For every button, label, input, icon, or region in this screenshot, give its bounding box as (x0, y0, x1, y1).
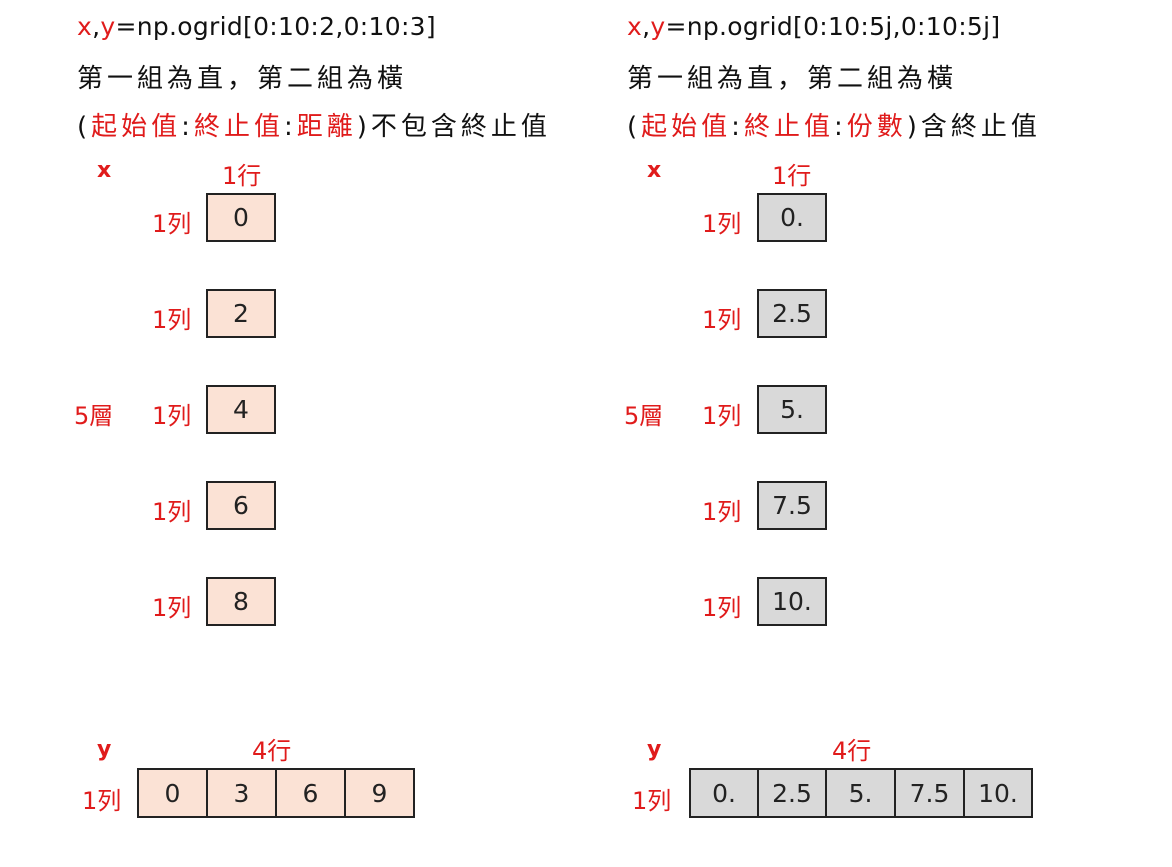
right-start-label: 起始值 (641, 112, 732, 142)
left-x-row-label: 1列 (152, 498, 192, 526)
left-x-row-label: 1列 (152, 402, 192, 430)
left-step-label: 距離 (296, 112, 357, 142)
left-code-comma: , (92, 12, 101, 41)
left-y-cell: 3 (206, 768, 277, 818)
right-y-cell: 0. (689, 768, 759, 818)
left-x-row-label: 1列 (152, 306, 192, 334)
left-y-cell: 0 (137, 768, 208, 818)
right-paren-open: ( (627, 112, 642, 142)
right-code-comma: , (642, 12, 651, 41)
right-tail-note: 含終止值 (920, 112, 1041, 142)
right-colon-1: : (731, 112, 744, 142)
left-x-layers-label: 5層 (74, 402, 114, 430)
right-y-cell: 2.5 (757, 768, 827, 818)
left-code-line: x,y=np.ogrid[0:10:2,0:10:3] (77, 12, 436, 41)
left-x-label: x (97, 158, 112, 183)
right-code-rest: =np.ogrid[0:10:5j,0:10:5j] (665, 12, 1001, 41)
left-x-row-label: 1列 (152, 210, 192, 238)
left-x-cell: 4 (206, 385, 276, 434)
right-x-row-label: 1列 (702, 210, 742, 238)
right-colon-2: : (833, 112, 847, 142)
left-paren-open: ( (77, 112, 92, 142)
right-x-cell: 5. (757, 385, 827, 434)
left-colon-1: : (181, 112, 194, 142)
right-y-label: y (647, 737, 662, 762)
left-colon-2: : (283, 112, 297, 142)
left-x-cell: 0 (206, 193, 276, 242)
right-x-cell: 10. (757, 577, 827, 626)
left-code-y: y (100, 12, 116, 41)
right-x-column-label: 1行 (772, 162, 812, 190)
right-x-row-label: 1列 (702, 402, 742, 430)
left-params-note: (起始值:終止值:距離)不包含終止值 (77, 106, 551, 143)
right-y-cell: 7.5 (894, 768, 965, 818)
right-step-label: 份數 (846, 112, 907, 142)
right-params-note: (起始值:終止值:份數)含終止值 (627, 106, 1041, 143)
right-x-row-label: 1列 (702, 306, 742, 334)
right-x-cell: 2.5 (757, 289, 827, 338)
right-x-cell: 0. (757, 193, 827, 242)
left-stop-label: 終止值 (193, 112, 284, 142)
right-x-label: x (647, 158, 662, 183)
left-y-label: y (97, 737, 112, 762)
left-x-cell: 8 (206, 577, 276, 626)
right-x-cell: 7.5 (757, 481, 827, 530)
left-code-x: x (77, 12, 93, 41)
right-y-row-label: 1列 (632, 787, 672, 815)
right-y-column-label: 4行 (832, 737, 872, 765)
right-orientation-note: 第一組為直，第二組為橫 (627, 64, 958, 94)
right-x-layers-label: 5層 (624, 402, 664, 430)
left-x-cell: 6 (206, 481, 276, 530)
left-y-row-label: 1列 (82, 787, 122, 815)
right-y-cell: 5. (825, 768, 896, 818)
left-start-label: 起始值 (91, 112, 182, 142)
left-x-column-label: 1行 (222, 162, 262, 190)
right-x-row-label: 1列 (702, 498, 742, 526)
left-orientation-note: 第一組為直，第二組為橫 (77, 64, 408, 94)
right-stop-label: 終止值 (743, 112, 834, 142)
right-code-x: x (627, 12, 643, 41)
right-code-line: x,y=np.ogrid[0:10:5j,0:10:5j] (627, 12, 1000, 41)
left-paren-close: ) (356, 112, 371, 142)
left-x-row-label: 1列 (152, 594, 192, 622)
right-paren-close: ) (906, 112, 921, 142)
left-y-cell: 6 (275, 768, 346, 818)
right-y-cell: 10. (963, 768, 1033, 818)
left-tail-note: 不包含終止值 (370, 112, 551, 142)
left-code-rest: =np.ogrid[0:10:2,0:10:3] (115, 12, 436, 41)
left-y-cell: 9 (344, 768, 415, 818)
right-code-y: y (650, 12, 666, 41)
left-x-cell: 2 (206, 289, 276, 338)
right-x-row-label: 1列 (702, 594, 742, 622)
left-y-column-label: 4行 (252, 737, 292, 765)
